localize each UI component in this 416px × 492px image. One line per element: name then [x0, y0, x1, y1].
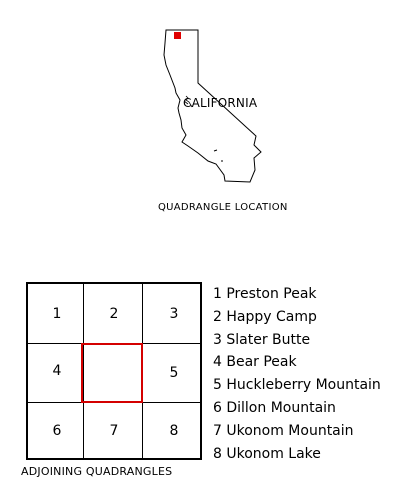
bay-area-detail [183, 95, 193, 108]
quadrangle-location-marker [174, 32, 181, 39]
legend-item: 2 Happy Camp [213, 308, 317, 325]
california-outline-map [163, 29, 262, 183]
island-mark [213, 149, 223, 162]
grid-cell-5: 5 [169, 365, 179, 381]
legend-item: 3 Slater Butte [213, 331, 311, 348]
adjoining-quadrangles-grid: 1 2 3 4 5 6 7 8 [26, 282, 202, 460]
legend-item: 6 Dillon Mountain [213, 399, 336, 416]
grid-cell-6: 6 [52, 423, 62, 439]
current-quadrangle-highlight [81, 343, 143, 403]
quadrangle-legend: 1 Preston Peak 2 Happy Camp 3 Slater But… [213, 283, 381, 465]
legend-item: 4 Bear Peak [213, 354, 297, 371]
adjoining-quadrangles-caption: ADJOINING QUADRANGLES [21, 465, 173, 478]
grid-cell-3: 3 [169, 306, 179, 322]
state-label: CALIFORNIA [183, 96, 258, 110]
grid-cell-1: 1 [52, 306, 62, 322]
grid-cell-7: 7 [109, 423, 119, 439]
legend-item: 8 Ukonom Lake [213, 445, 321, 462]
quadrangle-location-caption: QUADRANGLE LOCATION [158, 202, 288, 213]
grid-cell-8: 8 [169, 423, 179, 439]
legend-item: 1 Preston Peak [213, 286, 317, 302]
grid-cell-2: 2 [109, 306, 119, 322]
legend-item: 7 Ukonom Mountain [213, 422, 354, 439]
grid-cell-4: 4 [52, 363, 62, 379]
california-outline [163, 29, 262, 183]
legend-item: 5 Huckleberry Mountain [213, 377, 381, 394]
grid-line [83, 284, 84, 458]
